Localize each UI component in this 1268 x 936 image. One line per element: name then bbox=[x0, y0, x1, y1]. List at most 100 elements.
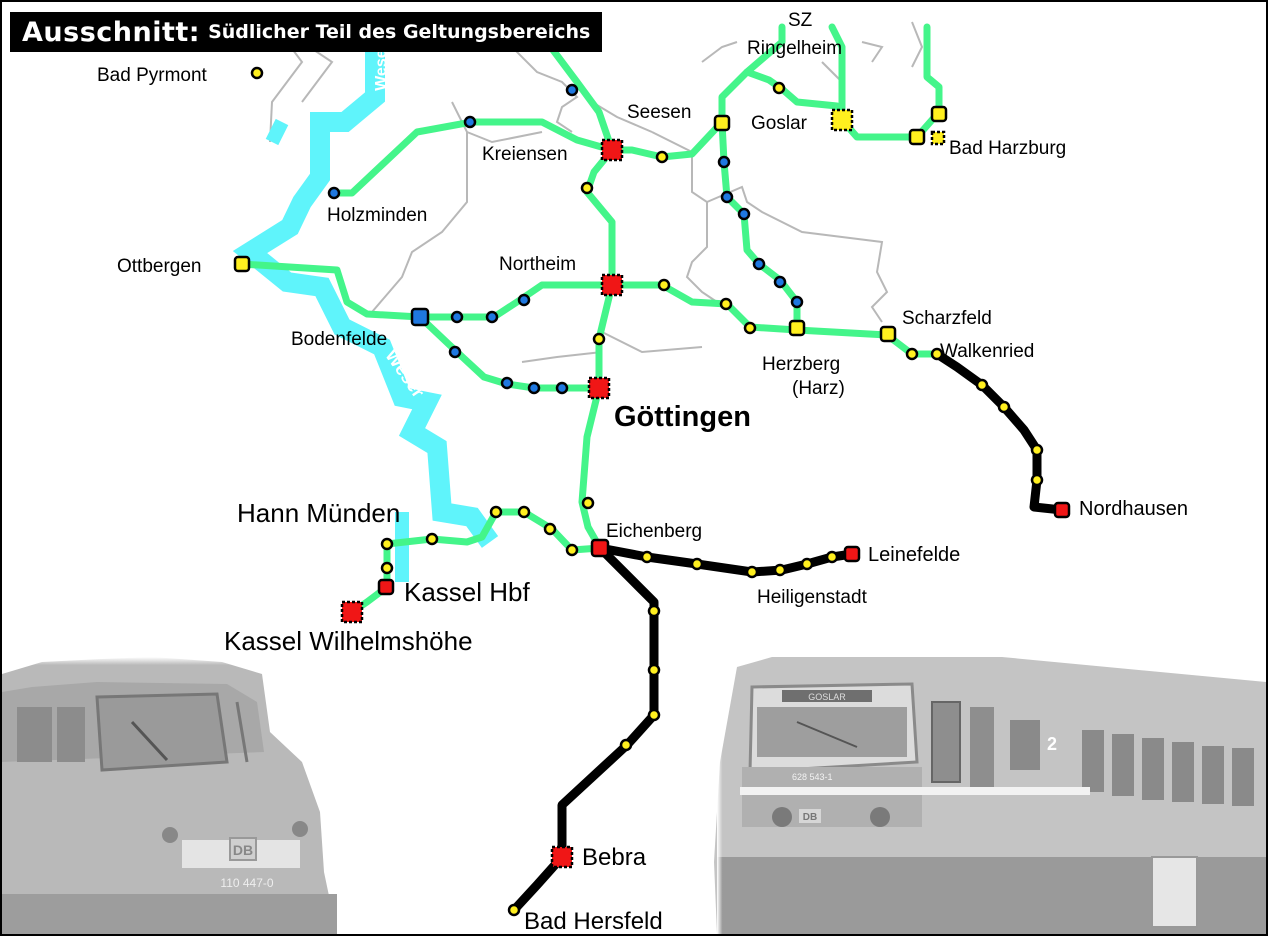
station-leinefelde-line-4 bbox=[800, 557, 814, 571]
line-walkenried-nordhausen bbox=[932, 349, 1067, 515]
station-kassel-line-2 bbox=[380, 561, 394, 575]
station-bad-harzburg-b bbox=[908, 128, 926, 146]
station-herzberg bbox=[788, 319, 806, 337]
label-scharzfeld: Scharzfeld bbox=[902, 308, 992, 329]
station-kassel-hbf bbox=[377, 578, 395, 596]
station-blue-holzminden-line bbox=[463, 115, 477, 129]
line-eichenberg-hann-muenden bbox=[383, 508, 604, 591]
station-blue-bodenfelde-7 bbox=[555, 381, 569, 395]
station-kreiensen-northeim bbox=[580, 181, 594, 195]
station-blue-north-1 bbox=[565, 83, 579, 97]
line-ottbergen-bodenfelde bbox=[238, 260, 616, 321]
hub-kreiensen bbox=[600, 138, 624, 162]
railcar-number: 628 543-1 bbox=[792, 772, 833, 782]
label-kreiensen: Kreiensen bbox=[482, 144, 568, 165]
line-seesen-harz bbox=[718, 118, 801, 331]
line-kreiensen-northeim bbox=[583, 146, 616, 289]
station-blue-bodenfelde-1 bbox=[450, 310, 464, 324]
station-bebra-line-1 bbox=[647, 604, 661, 618]
station-blue-seesen-3 bbox=[737, 207, 751, 221]
label-hann-muenden: Hann Münden bbox=[237, 498, 400, 528]
station-holzminden bbox=[327, 186, 341, 200]
label-goslar: Goslar bbox=[751, 113, 808, 134]
label-seesen: Seesen bbox=[627, 102, 691, 123]
station-leinefelde-line-5 bbox=[825, 550, 839, 564]
station-nordhausen bbox=[1053, 501, 1071, 519]
label-eichenberg: Eichenberg bbox=[606, 521, 702, 542]
place-labels: Bad Pyrmont SZ Ringelheim Seesen Goslar … bbox=[97, 10, 1188, 934]
station-ottbergen bbox=[233, 255, 251, 273]
station-kreiensen-south bbox=[655, 150, 669, 164]
label-northeim: Northeim bbox=[499, 254, 576, 275]
label-herzberg-sub: (Harz) bbox=[792, 378, 845, 399]
label-walkenried: Walkenried bbox=[940, 341, 1034, 362]
station-hann-muenden-4 bbox=[565, 543, 579, 557]
label-nordhausen: Nordhausen bbox=[1079, 498, 1188, 520]
hub-goslar bbox=[830, 108, 854, 132]
station-nordhausen-line-1 bbox=[975, 378, 989, 392]
hub-stations bbox=[340, 108, 946, 869]
station-seesen-ringelheim-a bbox=[772, 81, 786, 95]
station-scharzfeld bbox=[879, 325, 897, 343]
station-bad-hersfeld bbox=[507, 903, 521, 917]
locomotive-brand: DB bbox=[233, 842, 253, 858]
label-leinefelde: Leinefelde bbox=[868, 544, 960, 566]
hub-goettingen bbox=[587, 376, 611, 400]
label-holzminden: Holzminden bbox=[327, 205, 427, 226]
station-nordhausen-line-2 bbox=[997, 400, 1011, 414]
title-lead: Ausschnitt: bbox=[22, 16, 201, 48]
station-bad-harzburg-a bbox=[930, 105, 948, 123]
station-hann-muenden-5 bbox=[425, 532, 439, 546]
station-blue-bodenfelde-2 bbox=[485, 310, 499, 324]
station-scharzfeld-east bbox=[905, 347, 919, 361]
station-northeim-south bbox=[592, 332, 606, 346]
station-hann-muenden-3 bbox=[543, 522, 557, 536]
station-blue-bodenfelde-5 bbox=[500, 376, 514, 390]
station-leinefelde-line-2 bbox=[690, 557, 704, 571]
label-bad-harzburg: Bad Harzburg bbox=[949, 138, 1066, 159]
railcar-destination: GOSLAR bbox=[808, 692, 846, 702]
line-holzminden-kreiensen bbox=[330, 118, 616, 197]
station-blue-bodenfelde-4 bbox=[448, 345, 462, 359]
hub-eichenberg bbox=[590, 538, 610, 558]
label-kassel-hbf: Kassel Hbf bbox=[404, 577, 530, 607]
railcar-class: 2 bbox=[1047, 734, 1057, 754]
station-hann-muenden-1 bbox=[489, 505, 503, 519]
label-bodenfelde: Bodenfelde bbox=[291, 329, 387, 350]
station-blue-seesen-1 bbox=[717, 155, 731, 169]
station-seesen bbox=[713, 114, 731, 132]
locomotive-photo: DB 110 447-0 bbox=[2, 657, 337, 934]
label-ottbergen: Ottbergen bbox=[117, 256, 202, 277]
title-rest: Südlicher Teil des Geltungsbereichs bbox=[208, 21, 591, 43]
station-heiligenstadt bbox=[745, 565, 759, 579]
station-kassel-line-1 bbox=[380, 537, 394, 551]
station-leinefelde-line-1 bbox=[640, 550, 654, 564]
label-bad-pyrmont: Bad Pyrmont bbox=[97, 65, 208, 86]
station-blue-seesen-5 bbox=[773, 275, 787, 289]
label-goettingen: Göttingen bbox=[614, 401, 751, 433]
label-heiligenstadt: Heiligenstadt bbox=[757, 587, 868, 608]
hub-kassel-wilhelmshoehe bbox=[340, 600, 364, 624]
hub-bad-harzburg bbox=[930, 130, 946, 146]
station-blue-seesen-4 bbox=[752, 257, 766, 271]
stations bbox=[233, 66, 1071, 917]
station-northeim-east-1 bbox=[657, 278, 671, 292]
station-leinefelde bbox=[843, 545, 861, 563]
station-blue-bodenfelde-3 bbox=[517, 293, 531, 307]
hub-bebra bbox=[550, 845, 574, 869]
station-bad-pyrmont bbox=[250, 66, 264, 80]
label-bebra: Bebra bbox=[582, 844, 647, 871]
label-kassel-wilhelmshoehe: Kassel Wilhelmshöhe bbox=[224, 626, 473, 656]
locomotive-number: 110 447-0 bbox=[220, 876, 273, 890]
railcar-photo: GOSLAR 2 DB 628 543-1 bbox=[714, 657, 1266, 934]
station-bodenfelde bbox=[410, 307, 430, 327]
station-hann-muenden-2 bbox=[517, 505, 531, 519]
station-nordhausen-line-4 bbox=[1030, 473, 1044, 487]
station-goettingen-south bbox=[581, 496, 595, 510]
station-bebra-line-4 bbox=[619, 738, 633, 752]
label-sz-partial: SZ bbox=[788, 10, 813, 31]
station-blue-seesen-2 bbox=[720, 190, 734, 204]
railcar-brand: DB bbox=[803, 812, 817, 823]
